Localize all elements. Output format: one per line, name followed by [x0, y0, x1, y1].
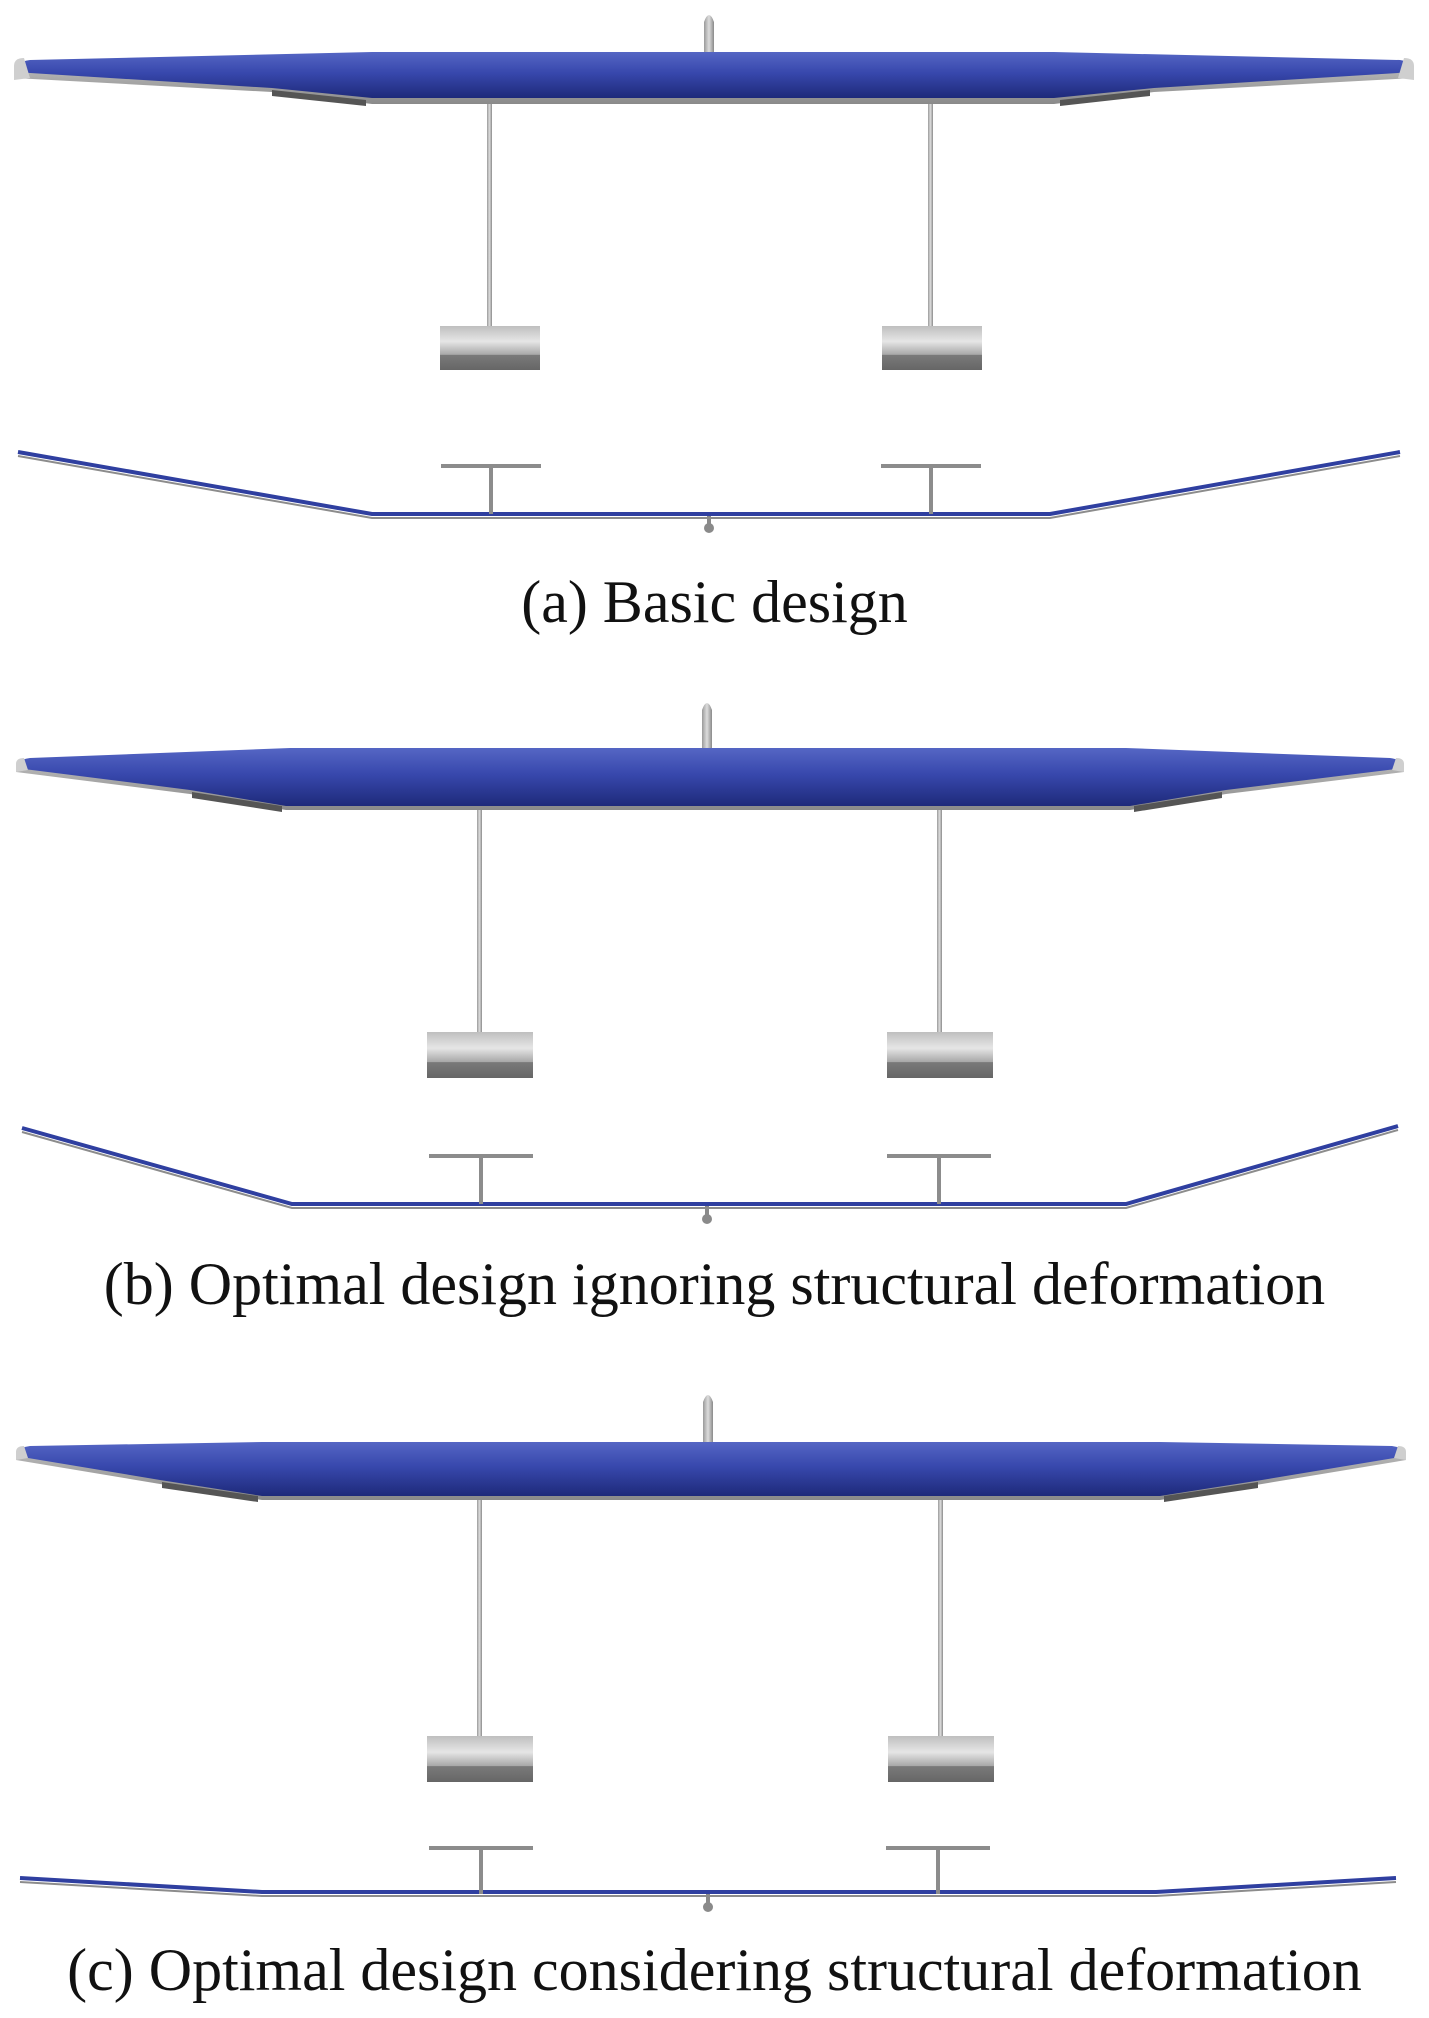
right-tail-plane [886, 1846, 990, 1850]
right-boom [928, 104, 933, 326]
caption-b: (b) Optimal design ignoring structural d… [103, 1251, 1326, 1317]
nose-stem [705, 1206, 709, 1216]
left-tail-pod [427, 1032, 533, 1078]
left-aileron [192, 792, 282, 812]
nose-stem [707, 516, 711, 526]
nose-fin [704, 15, 714, 52]
right-tail-plane [887, 1154, 991, 1158]
right-tail-fin [937, 1158, 941, 1204]
left-tail-plane [429, 1846, 533, 1850]
wing [16, 748, 1404, 806]
right-wingtip [1398, 58, 1414, 80]
right-tail-plane [881, 464, 981, 468]
right-wingtip [1394, 1446, 1406, 1460]
front-view [19, 1846, 1397, 1912]
left-tail-pod [427, 1736, 533, 1782]
caption-c: (c) Optimal design considering structura… [67, 1937, 1362, 2003]
wing [14, 52, 1414, 98]
right-aileron [1164, 1482, 1258, 1502]
left-wingtip [14, 58, 30, 80]
right-tail-fin [929, 468, 933, 514]
left-boom [477, 810, 482, 1032]
left-wingtip [16, 758, 28, 772]
right-aileron [1134, 792, 1222, 812]
right-tail-pod [882, 326, 982, 370]
panel-c: (c) Optimal design considering structura… [0, 1350, 1429, 2018]
left-boom [487, 104, 492, 326]
nose-fin [703, 1395, 713, 1442]
wing-front-underside [21, 1129, 1399, 1209]
front-view [21, 1124, 1399, 1224]
caption-a: (a) Basic design [521, 569, 908, 635]
right-tail-pod [888, 1736, 994, 1782]
nose-stem [706, 1894, 710, 1904]
left-tail-fin [489, 468, 493, 514]
left-boom [477, 1500, 482, 1736]
right-tail-pod [887, 1032, 993, 1078]
right-aileron [1060, 90, 1150, 106]
left-tail-fin [479, 1158, 483, 1204]
left-tail-pod [440, 326, 540, 370]
left-tail-fin [479, 1850, 483, 1894]
left-tail-plane [429, 1154, 533, 1158]
wing [16, 1442, 1406, 1496]
nose-front [704, 523, 714, 533]
panel-c-drawing [16, 1395, 1406, 1912]
left-tail-plane [441, 464, 541, 468]
nose-fin [702, 703, 712, 748]
wing-front-outline [21, 1124, 1399, 1206]
left-aileron [272, 90, 366, 106]
left-wingtip [16, 1446, 28, 1460]
nose-front [702, 1214, 712, 1224]
right-boom [937, 810, 942, 1032]
panel-a-drawing [14, 15, 1414, 533]
panel-b-drawing [16, 703, 1404, 1224]
right-wingtip [1392, 758, 1404, 772]
top-view [16, 703, 1404, 1078]
top-view [16, 1395, 1406, 1782]
right-boom [938, 1500, 943, 1736]
top-view [14, 15, 1414, 370]
wing-front-outline [17, 450, 1401, 516]
left-aileron [162, 1482, 258, 1502]
nose-front [703, 1902, 713, 1912]
right-tail-fin [936, 1850, 940, 1894]
panel-a: (a) Basic design [0, 0, 1429, 660]
panel-b: (b) Optimal design ignoring structural d… [0, 660, 1429, 1350]
front-view [17, 450, 1401, 533]
wing-front-outline [19, 1876, 1397, 1894]
